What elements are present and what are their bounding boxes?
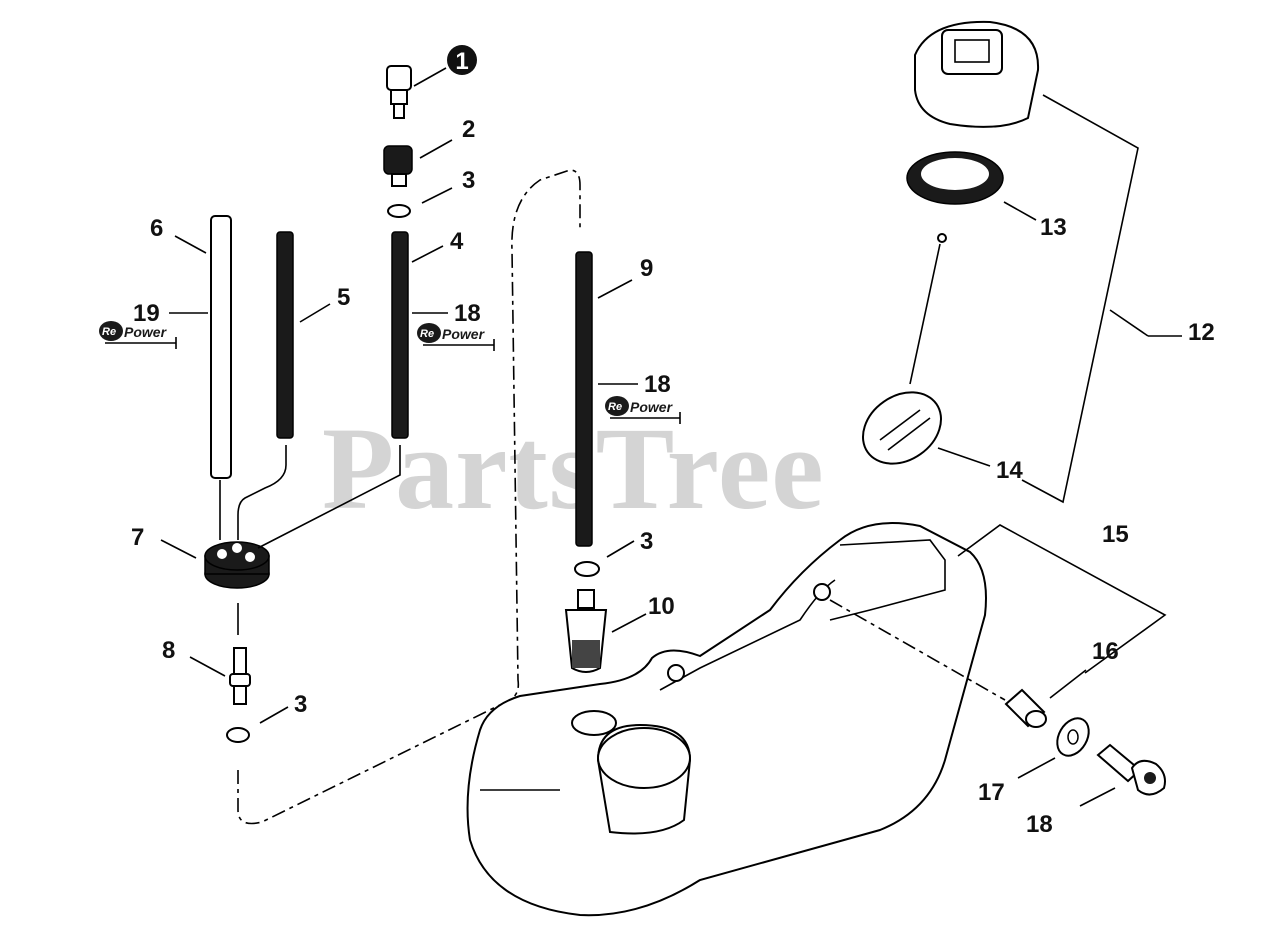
callout-19-label[interactable]: 19 <box>133 300 160 327</box>
callout-3-label-top[interactable]: 3 <box>462 167 475 194</box>
svg-text:Power: Power <box>124 324 168 340</box>
part-oring-3-top[interactable] <box>387 204 411 218</box>
callout-18-label-left[interactable]: 18 <box>454 300 481 327</box>
part-fitting-8[interactable] <box>229 647 251 705</box>
callout-14-label[interactable]: 15 <box>1102 521 1129 548</box>
part-tube-6[interactable] <box>210 215 232 479</box>
callout-3-label-left[interactable]: 3 <box>294 691 307 718</box>
svg-text:Power: Power <box>442 326 486 342</box>
part-gasket-12[interactable] <box>906 151 1004 205</box>
part-grommet-7[interactable] <box>204 541 270 589</box>
callout-1-marker <box>447 45 477 75</box>
assembly-axis <box>829 599 1006 701</box>
part-oring-3-left[interactable] <box>226 727 250 743</box>
part-bolt-17[interactable] <box>1096 743 1166 796</box>
callout-4-label[interactable]: 4 <box>450 228 464 255</box>
callout-7-label[interactable]: 7 <box>131 524 144 551</box>
callout-3-label-mid[interactable]: 3 <box>640 528 653 555</box>
part-washer-16[interactable] <box>1051 713 1095 762</box>
svg-text:Re: Re <box>102 326 116 338</box>
callout-17-label[interactable]: 18 <box>1026 811 1053 838</box>
part-hose-9[interactable] <box>575 251 593 547</box>
part-fuel-cap-11[interactable] <box>914 20 1040 128</box>
repower-logo-18-right: Re Power <box>605 396 681 424</box>
routing-line <box>237 169 581 825</box>
svg-text:Re: Re <box>420 328 434 340</box>
part-pickup-weight-13[interactable] <box>849 233 955 478</box>
part-hose-4[interactable] <box>391 231 409 439</box>
part-hose-5[interactable] <box>276 231 294 439</box>
svg-text:Re: Re <box>608 401 622 413</box>
callout-2-label[interactable]: 2 <box>462 116 475 143</box>
callout-18-label-right[interactable]: 18 <box>644 371 671 398</box>
callout-9-label[interactable]: 9 <box>640 255 653 282</box>
callout-5-label[interactable]: 5 <box>337 284 350 311</box>
part-spacer-15[interactable] <box>1004 688 1047 728</box>
callout-8-label[interactable]: 8 <box>162 637 175 664</box>
repower-logo-18-left: Re Power <box>417 323 495 351</box>
callout-6-label[interactable]: 6 <box>150 215 163 242</box>
callout-16-label[interactable]: 17 <box>978 779 1005 806</box>
part-fitting-1[interactable] <box>386 65 412 119</box>
part-fuel-filter-10[interactable] <box>564 589 608 673</box>
repower-logo-19: Re Power <box>99 321 177 349</box>
callout-15-label[interactable]: 16 <box>1092 638 1119 665</box>
svg-text:Power: Power <box>630 399 674 415</box>
callout-1-label[interactable]: 1 <box>455 48 468 75</box>
callout-11-label[interactable]: 12 <box>1188 319 1215 346</box>
callout-10-label[interactable]: 10 <box>648 593 675 620</box>
part-oring-3-mid[interactable] <box>574 561 600 577</box>
part-nut-2[interactable] <box>383 145 413 187</box>
callout-12-label[interactable]: 13 <box>1040 214 1067 241</box>
part-fuel-tank[interactable] <box>466 522 987 917</box>
callout-13-label[interactable]: 14 <box>996 457 1023 484</box>
